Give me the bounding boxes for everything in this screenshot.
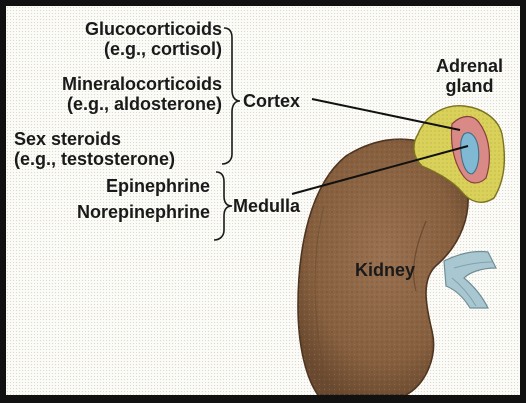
sex-steroids-example: (e.g., testosterone)	[14, 149, 175, 169]
ureter-vessels	[444, 251, 496, 308]
glucocorticoids-name: Glucocorticoids	[85, 19, 222, 39]
adrenal-gland-label: Adrenal gland	[436, 56, 503, 96]
medulla-hormone-list: Epinephrine Norepinephrine	[77, 176, 210, 222]
adrenal-label-line1: Adrenal	[436, 56, 503, 76]
sex-steroids-label: Sex steroids (e.g., testosterone)	[14, 129, 175, 169]
adrenal-label-line2: gland	[436, 76, 503, 96]
cortex-label: Cortex	[243, 91, 300, 111]
mineralocorticoids-example: (e.g., aldosterone)	[62, 94, 222, 114]
medulla-label: Medulla	[233, 196, 300, 216]
mineralocorticoids-name: Mineralocorticoids	[62, 74, 222, 94]
glucocorticoids-example: (e.g., cortisol)	[85, 39, 222, 59]
glucocorticoids-label: Glucocorticoids (e.g., cortisol)	[85, 19, 222, 59]
mineralocorticoids-label: Mineralocorticoids (e.g., aldosterone)	[62, 74, 222, 114]
kidney-label: Kidney	[355, 260, 415, 280]
medulla-brace	[214, 172, 232, 240]
epinephrine-label: Epinephrine	[77, 176, 210, 196]
cortex-brace	[222, 28, 240, 164]
sex-steroids-name: Sex steroids	[14, 129, 175, 149]
norepinephrine-label: Norepinephrine	[77, 202, 210, 222]
